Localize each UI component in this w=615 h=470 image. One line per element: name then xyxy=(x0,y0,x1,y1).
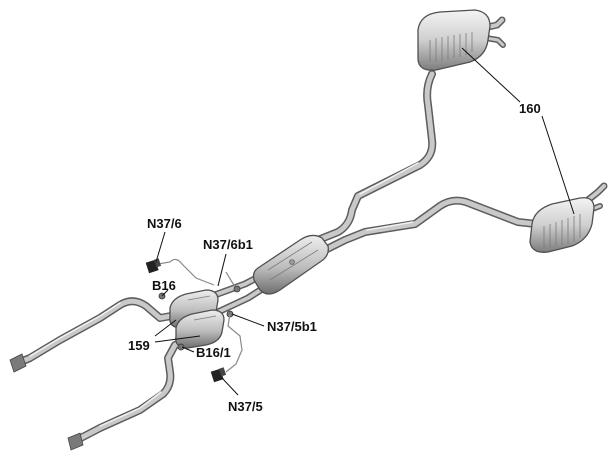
label-160: 160 xyxy=(519,101,541,116)
connector-n37-5 xyxy=(210,367,227,383)
rear-muffler-upper xyxy=(417,9,491,71)
label-n37-5: N37/5 xyxy=(228,399,263,414)
muffler-ribs xyxy=(429,32,473,62)
label-b16-1: B16/1 xyxy=(196,345,231,360)
sensor-b16-1 xyxy=(177,343,185,351)
callout-labels: N37/6 N37/6b1 B16 N37/5b1 159 B16/1 N37/… xyxy=(128,101,541,414)
center-muffler xyxy=(252,234,329,295)
label-n37-6: N37/6 xyxy=(147,216,182,231)
inlet-flange-upper xyxy=(9,353,27,373)
label-n37-6b1: N37/6b1 xyxy=(203,237,253,252)
front-pipe-upper xyxy=(14,297,186,367)
connector-n37-6 xyxy=(145,258,162,274)
rear-pipe-lower xyxy=(321,196,540,254)
rear-muffler-lower xyxy=(529,197,595,253)
label-b16: B16 xyxy=(152,278,176,293)
sensor-n37-6b1 xyxy=(233,285,241,293)
muffler-ribs xyxy=(543,214,581,248)
label-159: 159 xyxy=(128,338,150,353)
leader-lines xyxy=(154,47,575,396)
label-n37-5b1: N37/5b1 xyxy=(267,319,317,334)
exhaust-pipes xyxy=(9,16,608,451)
rear-pipe-upper xyxy=(314,70,437,244)
inlet-flange-lower xyxy=(67,432,84,451)
center-muffler-badge xyxy=(289,259,295,265)
front-pipe-lower xyxy=(71,336,194,445)
